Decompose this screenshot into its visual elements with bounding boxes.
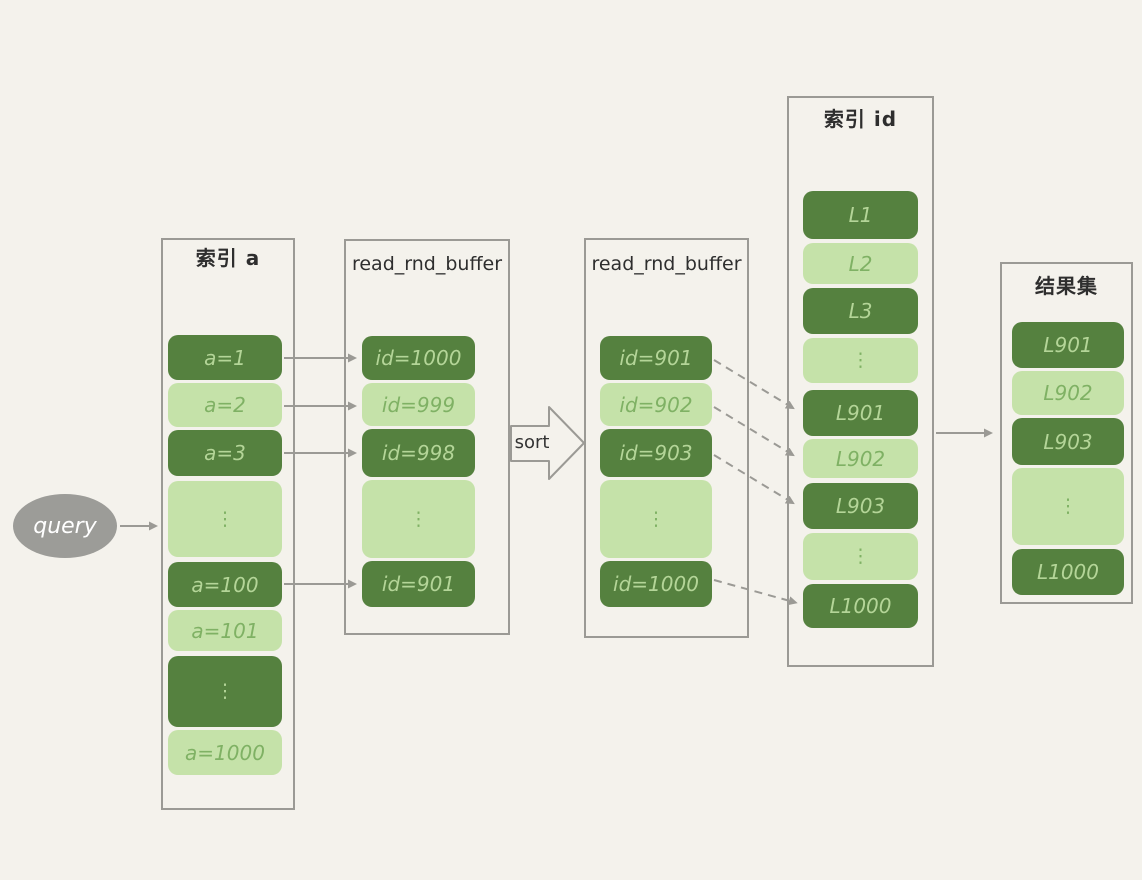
index-id-cell: L902: [803, 439, 918, 478]
index-a-cell: a=1000: [168, 730, 282, 775]
index-a-ellipsis-cell: ⋮: [168, 656, 282, 727]
index-a-panel: [161, 238, 295, 810]
index-id-ellipsis-cell: ⋮: [803, 533, 918, 580]
sort-label: sort: [514, 432, 550, 453]
index-id-ellipsis-cell: ⋮: [803, 338, 918, 383]
index-a-cell: a=100: [168, 562, 282, 607]
index-a-cell: a=1: [168, 335, 282, 380]
buffer-sorted-cell: id=901: [600, 336, 712, 380]
buffer-sorted-ellipsis-cell: ⋮: [600, 480, 712, 558]
index-a-title: 索引 a: [195, 246, 261, 270]
index-a-cell: a=3: [168, 430, 282, 476]
index-id-cell: L1: [803, 191, 918, 239]
index-a-ellipsis-cell: ⋮: [168, 481, 282, 557]
index-id-cell: L903: [803, 483, 918, 529]
buffer-unsorted-cell: id=1000: [362, 336, 475, 380]
result-set-title: 结果集: [1035, 274, 1098, 298]
buffer-unsorted-cell: id=998: [362, 429, 475, 477]
read-rnd-buffer-unsorted-title: read_rnd_buffer: [351, 253, 503, 275]
result-set-cell: L901: [1012, 322, 1124, 368]
result-set-cell: L1000: [1012, 549, 1124, 595]
index-id-cell: L2: [803, 243, 918, 284]
index-a-cell: a=2: [168, 383, 282, 427]
read-rnd-buffer-unsorted-panel: [344, 239, 510, 635]
read-rnd-buffer-sorted-title: read_rnd_buffer: [591, 253, 742, 275]
index-id-cell: L1000: [803, 584, 918, 628]
buffer-unsorted-cell: id=901: [362, 561, 475, 607]
index-a-cell: a=101: [168, 610, 282, 651]
index-id-cell: L901: [803, 390, 918, 436]
buffer-sorted-cell: id=902: [600, 383, 712, 426]
result-set-ellipsis-cell: ⋮: [1012, 468, 1124, 545]
buffer-sorted-cell: id=1000: [600, 561, 712, 607]
query-node: query: [13, 494, 117, 558]
result-set-panel: [1000, 262, 1133, 604]
result-set-cell: L902: [1012, 371, 1124, 415]
index-id-title: 索引 id: [823, 107, 898, 131]
buffer-unsorted-cell: id=999: [362, 383, 475, 426]
result-set-cell: L903: [1012, 418, 1124, 465]
buffer-sorted-cell: id=903: [600, 429, 712, 477]
index-id-cell: L3: [803, 288, 918, 334]
buffer-unsorted-ellipsis-cell: ⋮: [362, 480, 475, 558]
